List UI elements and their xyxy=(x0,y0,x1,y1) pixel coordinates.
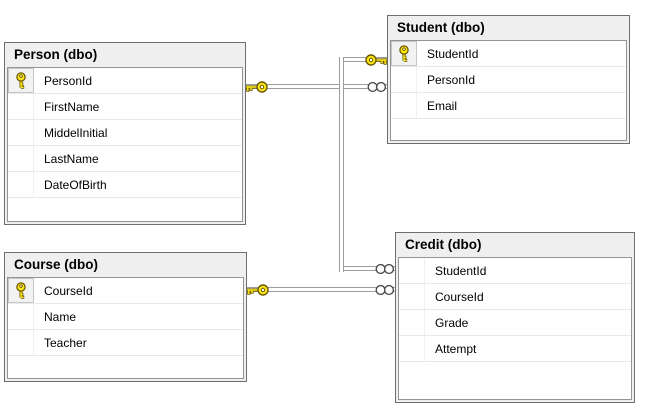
column-row-studentid[interactable]: StudentId xyxy=(391,41,626,67)
relationship-line-person-student[interactable] xyxy=(246,84,387,89)
column-name: CourseId xyxy=(435,289,484,304)
column-name: Name xyxy=(44,309,77,324)
column-name: Email xyxy=(427,98,458,113)
primary-key-icon xyxy=(8,278,34,303)
table-student-title[interactable]: Student (dbo) xyxy=(397,20,485,35)
column-row-studentid[interactable]: StudentId xyxy=(399,258,631,284)
table-credit[interactable]: Credit (dbo) StudentId CourseId Grade At… xyxy=(395,232,635,403)
column-name: Attempt xyxy=(435,341,477,356)
table-student[interactable]: Student (dbo) StudentId PersonId Email xyxy=(387,15,630,144)
relationship-line-course-credit[interactable] xyxy=(247,287,395,292)
table-person-title[interactable]: Person (dbo) xyxy=(14,47,98,62)
table-student-columns: StudentId PersonId Email xyxy=(390,40,627,141)
infinity-icon xyxy=(375,263,395,275)
column-name: Grade xyxy=(435,315,469,330)
column-name: CourseId xyxy=(44,283,93,298)
row-selector-cell xyxy=(8,94,34,119)
primary-key-icon xyxy=(8,68,34,93)
relationship-line-student-credit-bottom[interactable] xyxy=(339,266,395,271)
column-row-middelinitial[interactable]: MiddelInitial xyxy=(8,120,242,146)
column-row-attempt[interactable]: Attempt xyxy=(399,336,631,362)
column-name: DateOfBirth xyxy=(44,177,107,192)
key-icon xyxy=(364,53,388,67)
column-row-email[interactable]: Email xyxy=(391,93,626,119)
key-icon xyxy=(245,80,269,94)
column-row-personid[interactable]: PersonId xyxy=(391,67,626,93)
column-row-personid[interactable]: PersonId xyxy=(8,68,242,94)
row-selector-cell xyxy=(8,120,34,145)
primary-key-icon xyxy=(391,41,417,66)
column-name: MiddelInitial xyxy=(44,125,108,140)
row-selector-cell xyxy=(399,336,425,361)
column-name: FirstName xyxy=(44,99,100,114)
column-name: StudentId xyxy=(435,263,487,278)
column-row-courseid[interactable]: CourseId xyxy=(399,284,631,310)
row-selector-cell xyxy=(8,330,34,355)
table-course-columns: CourseId Name Teacher xyxy=(7,277,244,379)
column-name: PersonId xyxy=(427,72,476,87)
table-credit-title[interactable]: Credit (dbo) xyxy=(405,237,482,252)
column-name: LastName xyxy=(44,151,99,166)
relationship-line-student-credit-vertical[interactable] xyxy=(339,57,344,272)
infinity-icon xyxy=(367,81,387,93)
table-person[interactable]: Person (dbo) PersonId FirstName MiddelIn… xyxy=(4,42,246,225)
row-selector-cell xyxy=(391,67,417,92)
table-person-columns: PersonId FirstName MiddelInitial LastNam… xyxy=(7,67,243,222)
row-selector-cell xyxy=(399,258,425,283)
table-credit-columns: StudentId CourseId Grade Attempt xyxy=(398,257,632,400)
column-name: Teacher xyxy=(44,335,87,350)
table-course-title[interactable]: Course (dbo) xyxy=(14,257,98,272)
relationship-line-student-credit-top[interactable] xyxy=(339,57,387,62)
row-selector-cell xyxy=(8,146,34,171)
column-row-grade[interactable]: Grade xyxy=(399,310,631,336)
infinity-icon xyxy=(375,284,395,296)
row-selector-cell xyxy=(391,93,417,118)
column-row-name[interactable]: Name xyxy=(8,304,243,330)
column-name: PersonId xyxy=(44,73,93,88)
column-row-teacher[interactable]: Teacher xyxy=(8,330,243,356)
row-selector-cell xyxy=(399,310,425,335)
row-selector-cell xyxy=(399,284,425,309)
column-row-firstname[interactable]: FirstName xyxy=(8,94,242,120)
row-selector-cell xyxy=(8,172,34,197)
column-name: StudentId xyxy=(427,46,479,61)
row-selector-cell xyxy=(8,304,34,329)
column-row-lastname[interactable]: LastName xyxy=(8,146,242,172)
key-icon xyxy=(246,283,270,297)
column-row-courseid[interactable]: CourseId xyxy=(8,278,243,304)
table-course[interactable]: Course (dbo) CourseId Name Teacher xyxy=(4,252,247,382)
column-row-dateofbirth[interactable]: DateOfBirth xyxy=(8,172,242,198)
